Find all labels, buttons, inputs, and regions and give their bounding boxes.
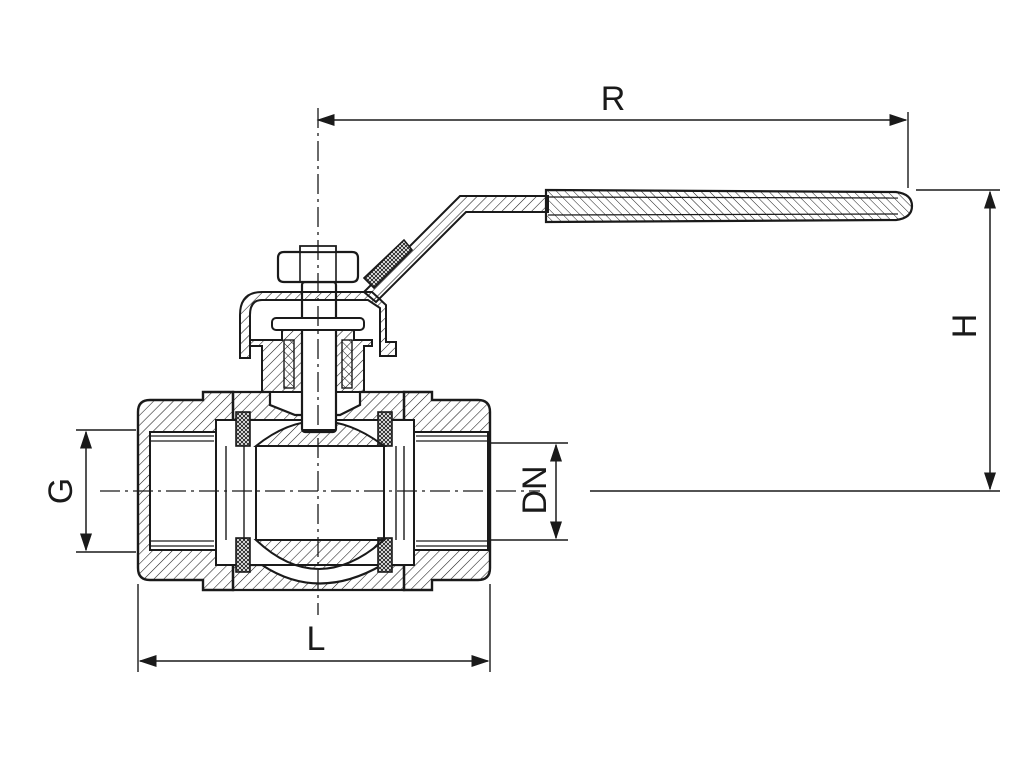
lever-handle [239,188,914,359]
lever-base [239,291,397,359]
dim-label-l: L [307,620,326,658]
ball-bottom [253,539,387,570]
dim-label-h: H [946,314,984,339]
stem [300,280,338,434]
dimension-h: H [590,189,1000,492]
dimension-dn: DN [490,442,568,541]
dim-label-r: R [601,80,626,118]
lever-arm [362,195,549,304]
right-seat [377,411,393,447]
dimension-r: R [316,80,909,188]
stem-packing-right [341,339,353,389]
dim-label-g: G [42,478,80,504]
right-thread [416,435,488,547]
dimension-l: L [137,584,491,672]
stem-assembly [249,245,373,434]
lever-grip [544,188,914,224]
left-thread [150,435,214,547]
left-seat [235,411,251,447]
lever-stop [362,238,414,290]
dim-label-dn: DN [516,465,554,514]
centre-lines [100,108,540,615]
dimension-g: G [42,429,136,553]
stem-packing-left [283,339,295,389]
left-seat-lower [235,537,251,573]
